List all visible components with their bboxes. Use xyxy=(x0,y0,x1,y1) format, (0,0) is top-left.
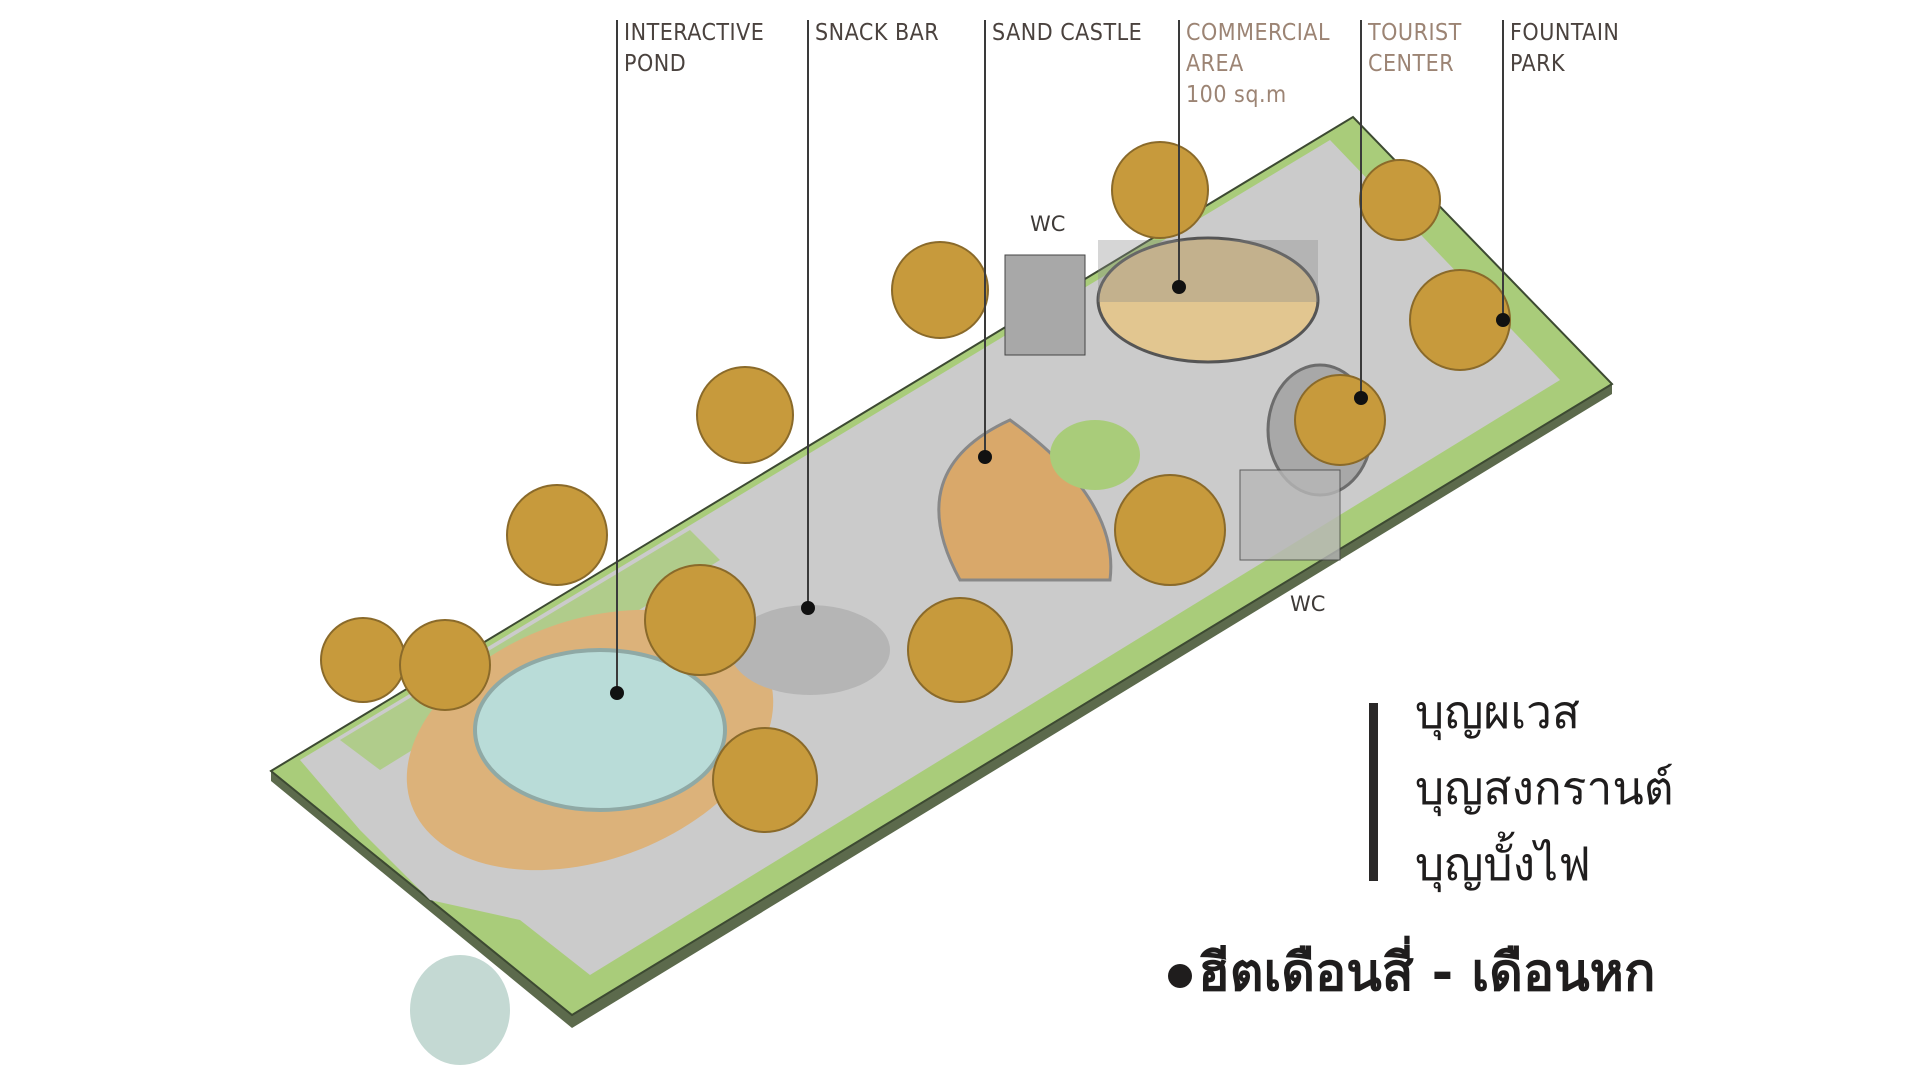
label-line: CENTER xyxy=(1368,51,1455,77)
commercial-area-wall xyxy=(1098,240,1318,302)
tree xyxy=(399,619,491,711)
trees xyxy=(320,141,1511,833)
wc-label: WC xyxy=(1030,212,1066,236)
snack-bar-area xyxy=(730,605,890,695)
tree xyxy=(1409,269,1511,371)
label-tourist-center: TOURIST CENTER xyxy=(1368,18,1462,80)
label-commercial-area: COMMERCIAL AREA 100 sq.m xyxy=(1186,18,1330,111)
label-line: INTERACTIVE xyxy=(624,20,765,46)
tree xyxy=(907,597,1013,703)
festival-divider xyxy=(1369,703,1378,881)
tree xyxy=(712,727,818,833)
commercial-area xyxy=(1096,236,1320,364)
tree xyxy=(506,484,608,586)
interactive-pond xyxy=(473,648,727,812)
wc-building xyxy=(1239,469,1341,561)
label-line: COMMERCIAL xyxy=(1186,20,1330,46)
play-lawn xyxy=(1050,420,1140,490)
leader-dots xyxy=(610,280,1510,700)
tree xyxy=(891,241,989,339)
wc-building xyxy=(1004,254,1086,356)
tree xyxy=(1114,474,1226,586)
wc-label: WC xyxy=(1290,592,1326,616)
label-fountain-park: FOUNTAIN PARK xyxy=(1510,18,1619,80)
label-line: FOUNTAIN xyxy=(1510,20,1620,46)
bullet-icon xyxy=(1168,964,1192,988)
label-line: TOURIST xyxy=(1368,20,1462,46)
tree xyxy=(644,564,756,676)
tree xyxy=(1111,141,1209,239)
tree xyxy=(696,366,794,464)
label-interactive-pond: INTERACTIVE POND xyxy=(624,18,764,80)
label-line: SNACK BAR xyxy=(815,20,940,46)
label-line: SAND CASTLE xyxy=(992,20,1143,46)
tree xyxy=(320,617,406,703)
label-line: AREA xyxy=(1186,51,1244,77)
tree xyxy=(1359,159,1441,241)
label-area-size: 100 sq.m xyxy=(1186,82,1287,108)
label-snack-bar: SNACK BAR xyxy=(815,18,939,49)
label-sand-castle: SAND CASTLE xyxy=(992,18,1142,49)
label-line: POND xyxy=(624,51,687,77)
leader-lines xyxy=(616,20,1504,693)
label-line: PARK xyxy=(1510,51,1566,77)
festival-period: ฮีตเดือนสี่ - เดือนหก xyxy=(1168,930,1655,1013)
festival-item: บุญบั้งไฟ xyxy=(1415,837,1591,891)
tree xyxy=(1294,374,1386,466)
water-splash xyxy=(410,955,510,1065)
festival-period-text: ฮีตเดือนสี่ - เดือนหก xyxy=(1198,943,1656,1003)
festival-item: บุญผเวส xyxy=(1415,685,1580,739)
festival-item: บุญสงกรานต์ xyxy=(1415,761,1674,815)
